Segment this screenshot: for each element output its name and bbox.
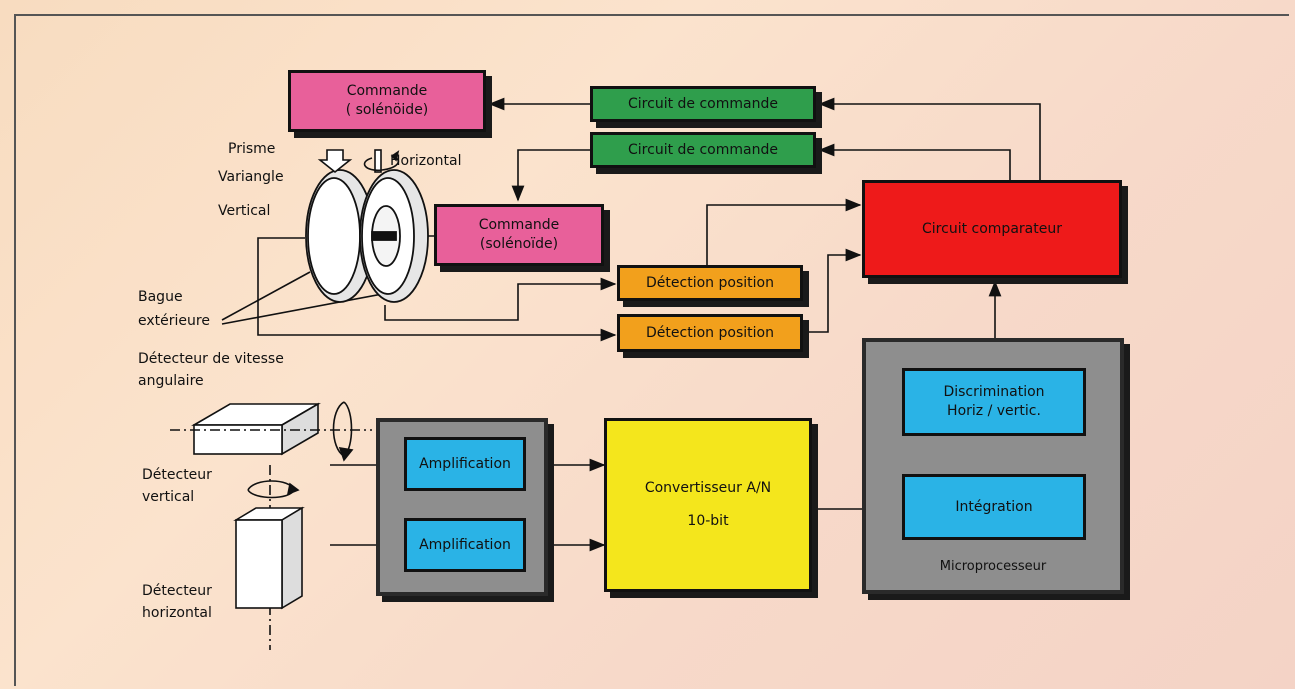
integration-block: Intégration	[902, 474, 1086, 540]
arrow-comparateur-to-circuit2	[818, 143, 1011, 180]
commande-1-line1: Commande	[346, 83, 428, 100]
arrow-prism-to-detection2	[257, 237, 617, 342]
commande-1-line2: ( solénöide)	[345, 102, 429, 118]
detection-position-2: Détection position	[617, 314, 803, 352]
circuit-commande-2-label: Circuit de commande	[628, 141, 778, 158]
label-det-vertical-2: vertical	[142, 489, 195, 505]
pointer-bague-2	[221, 292, 389, 325]
discrimination-line1: Discrimination	[943, 384, 1045, 401]
convertisseur-an: Convertisseur A/N 10-bit	[604, 418, 812, 592]
label-bague-2: extérieure	[138, 313, 210, 329]
commande-solenoide-2: Commande (solénoïde)	[434, 204, 604, 266]
detection-1-label: Détection position	[646, 274, 774, 291]
amplification-2-label: Amplification	[419, 536, 511, 553]
circuit-commande-1-label: Circuit de commande	[628, 95, 778, 112]
convertisseur-line2: 10-bit	[687, 513, 729, 529]
amplification-1-label: Amplification	[419, 455, 511, 472]
horizontal-rotation-icon	[363, 149, 400, 173]
commande-2-line2: (solénoïde)	[479, 236, 559, 252]
label-horizontal: Horizontal	[390, 153, 462, 169]
arrow-comparateur-to-circuit1	[818, 97, 1041, 180]
amplification-2: Amplification	[404, 518, 526, 572]
label-variangle: Variangle	[218, 169, 284, 185]
label-prisme: Prisme	[228, 141, 276, 157]
circuit-comparateur: Circuit comparateur	[862, 180, 1122, 278]
discrimination-line2: Horiz / vertic.	[947, 403, 1041, 419]
detection-2-label: Détection position	[646, 324, 774, 341]
circuit-de-commande-2: Circuit de commande	[590, 132, 816, 168]
commande-solenoide-1: Commande ( solénöide)	[288, 70, 486, 132]
discrimination-block: Discrimination Horiz / vertic.	[902, 368, 1086, 436]
arrow-detection2-to-comparateur	[803, 248, 862, 333]
label-bague-1: Bague	[138, 289, 183, 305]
label-det-horizontal-2: horizontal	[142, 605, 212, 621]
arrow-circuit2-to-commande2	[511, 149, 590, 202]
angular-speed-detector-icon	[170, 401, 372, 462]
prism-variangle-icon	[305, 169, 429, 303]
pointer-bague-1	[221, 271, 311, 321]
label-det-horizontal-1: Détecteur	[142, 583, 212, 599]
commande-2-line1: Commande	[478, 217, 560, 234]
detection-position-1: Détection position	[617, 265, 803, 301]
vertical-arrow-icon	[317, 149, 353, 174]
microprocesseur-label: Microprocesseur	[939, 559, 1047, 575]
arrow-prism-to-detection1	[384, 277, 617, 321]
convertisseur-line1: Convertisseur A/N	[644, 480, 772, 497]
label-det-vertical-1: Détecteur	[142, 467, 212, 483]
label-vitesse-2: angulaire	[138, 373, 204, 389]
label-vertical: Vertical	[218, 203, 271, 219]
label-vitesse-1: Détecteur de vitesse	[138, 351, 284, 367]
vertical-detector-icon	[233, 465, 305, 650]
diagram-frame	[14, 14, 1289, 686]
arrow-detection1-to-comparateur	[706, 198, 862, 265]
circuit-comparateur-label: Circuit comparateur	[922, 220, 1062, 237]
amplification-1: Amplification	[404, 437, 526, 491]
integration-label: Intégration	[955, 498, 1033, 515]
circuit-de-commande-1: Circuit de commande	[590, 86, 816, 122]
